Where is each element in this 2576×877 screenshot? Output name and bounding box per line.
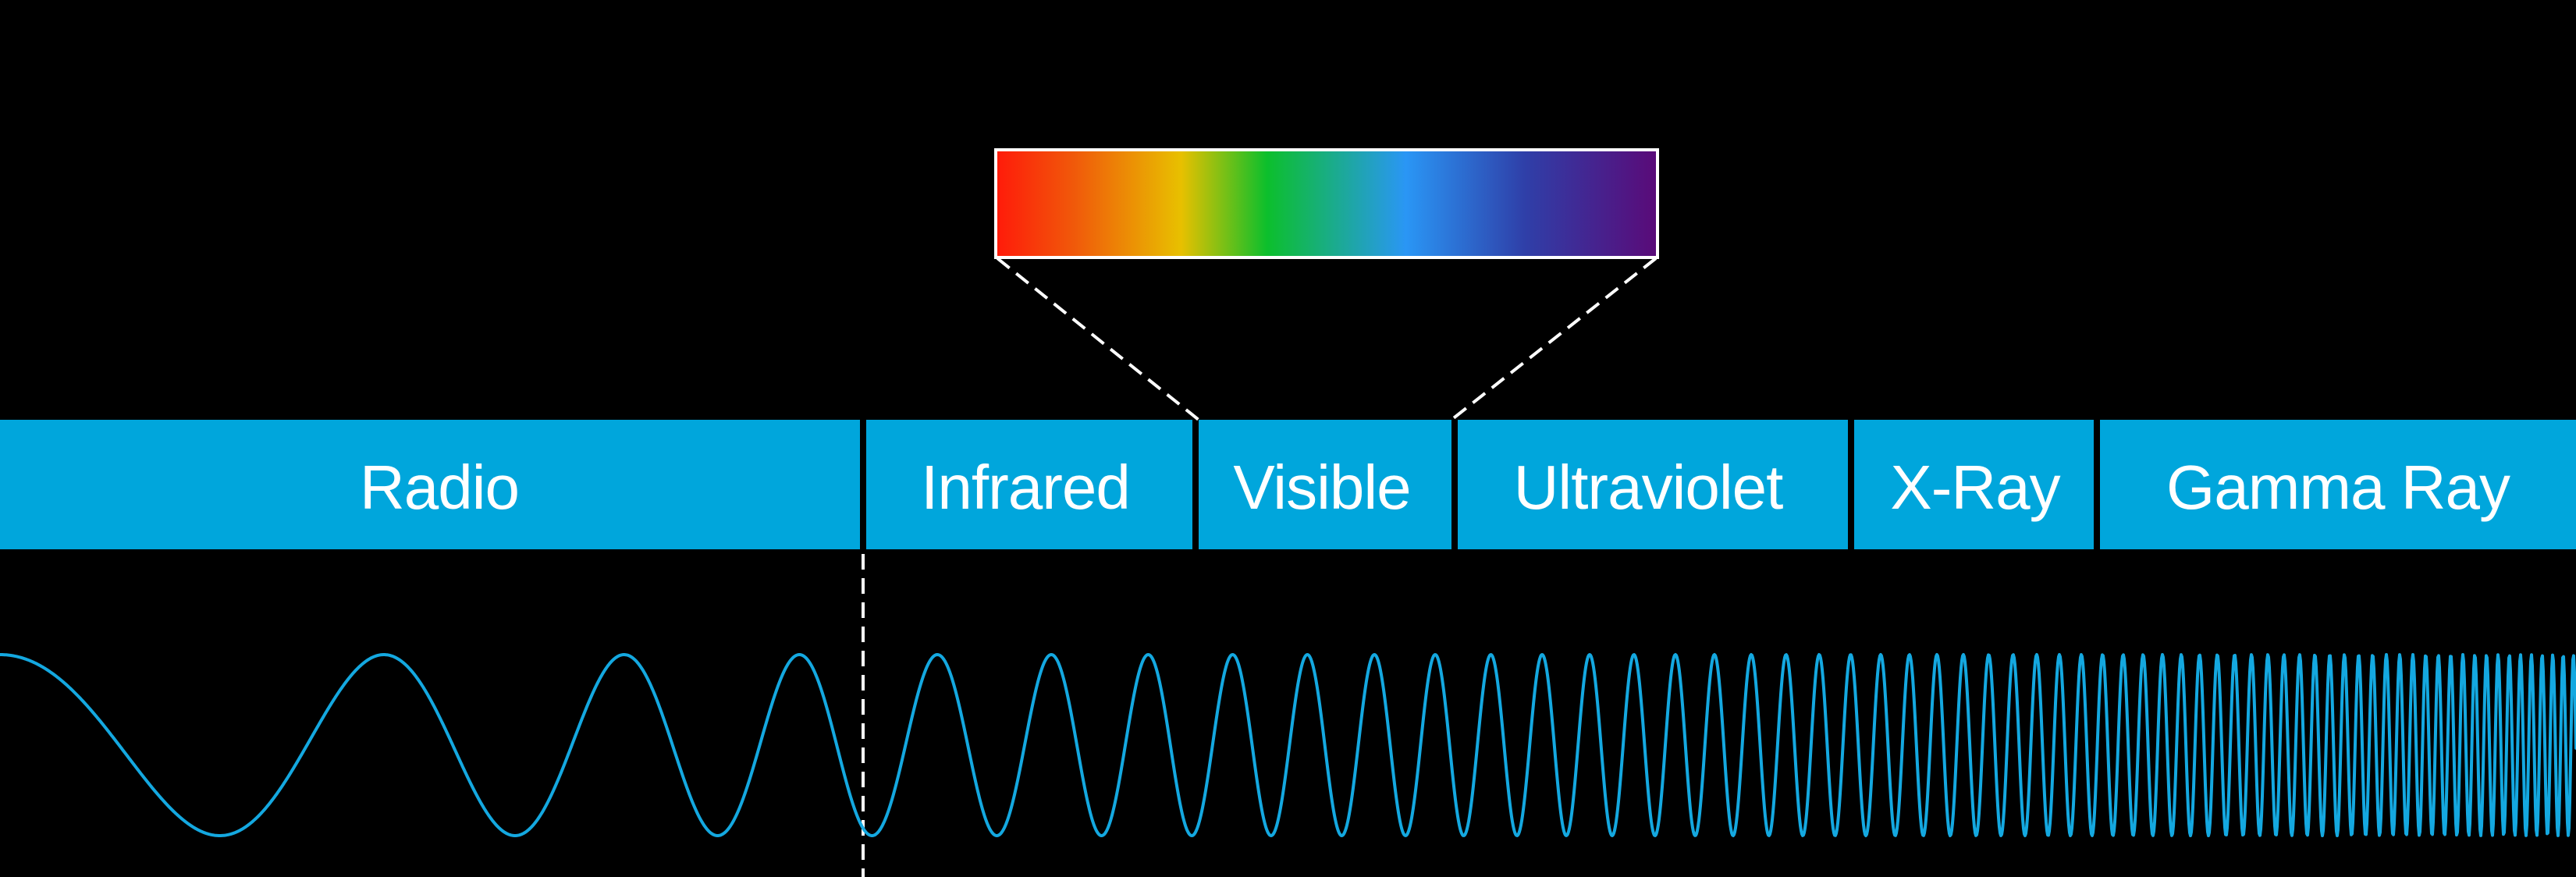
band-bar: Radio Infrared Visible Ultraviolet X-Ray… bbox=[0, 420, 2576, 549]
band-label-visible: Visible bbox=[1233, 453, 1410, 522]
band-label-ultraviolet: Ultraviolet bbox=[1514, 453, 1783, 522]
band-label-radio: Radio bbox=[360, 453, 519, 522]
band-ultraviolet bbox=[1458, 420, 1848, 549]
wavelength-wave bbox=[0, 653, 2576, 837]
band-radio bbox=[0, 420, 860, 549]
band-label-gamma-ray: Gamma Ray bbox=[2166, 453, 2510, 522]
band-gamma-ray bbox=[2100, 420, 2576, 549]
band-visible bbox=[1199, 420, 1451, 549]
band-infrared bbox=[866, 420, 1192, 549]
band-label-infrared: Infrared bbox=[921, 453, 1130, 522]
band-label-x-ray: X-Ray bbox=[1890, 453, 2060, 522]
zoom-connector-right bbox=[1450, 257, 1658, 421]
zoom-connector-left bbox=[996, 257, 1200, 421]
visible-spectrum-gradient bbox=[994, 148, 1659, 259]
band-x-ray bbox=[1854, 420, 2094, 549]
